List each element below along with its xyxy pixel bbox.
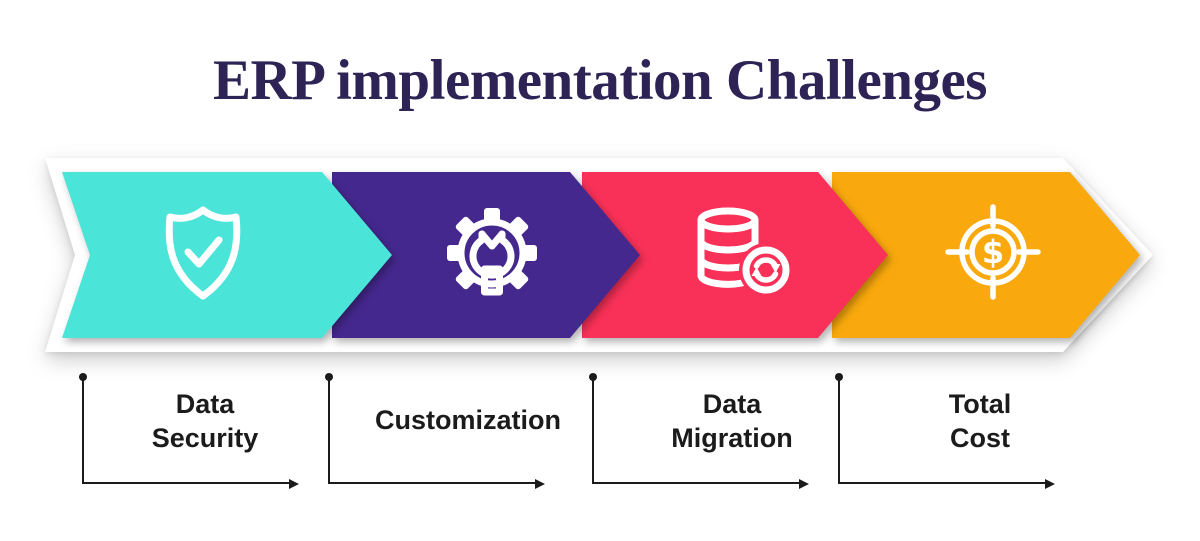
step-label-customization: Customization — [375, 403, 561, 437]
sync-arrows — [751, 257, 781, 283]
gear-ring — [457, 218, 527, 288]
dollar-symbol: $ — [982, 233, 1004, 271]
target-inner-ring — [969, 228, 1017, 276]
step-label-line: Migration — [671, 423, 793, 453]
check-mark — [184, 236, 223, 268]
database-sync-icon — [697, 207, 793, 297]
arrow-segment-data-security — [62, 172, 392, 338]
wrench-stem — [481, 265, 503, 296]
step-label-line: Data — [175, 389, 235, 419]
connector-arrow-1 — [78, 373, 299, 489]
shield-outline — [165, 206, 241, 300]
wrench-notch — [478, 230, 506, 250]
arrow-segment-data-migration — [582, 172, 888, 338]
shield-check-icon — [165, 206, 241, 300]
step-label-total-cost: Total Cost — [949, 387, 1012, 455]
page-title: ERP implementation Challenges — [212, 49, 988, 112]
step-label-line: Cost — [950, 423, 1010, 453]
arrow-segment-customization — [332, 172, 640, 338]
process-arrow-band: $ — [45, 158, 1153, 352]
wrench-head — [469, 230, 515, 279]
gear-wrench-icon — [447, 208, 537, 296]
connector-arrow-3 — [588, 373, 809, 489]
step-label-data-migration: Data Migration — [671, 387, 793, 455]
step-label-line: Customization — [375, 405, 561, 435]
step-label-line: Security — [151, 423, 259, 453]
connector-arrow-2 — [324, 373, 545, 489]
step-label-line: Data — [702, 389, 762, 419]
sync-circle — [742, 246, 790, 294]
connector-arrow-4 — [834, 373, 1055, 489]
step-label-data-security: Data Security — [152, 387, 259, 455]
db-bottom — [697, 272, 746, 288]
target-dollar-icon: $ — [945, 204, 1041, 300]
step-label-line: Total — [948, 389, 1012, 419]
db-band-1 — [697, 237, 759, 254]
arrow-segment-total-cost — [832, 172, 1140, 338]
